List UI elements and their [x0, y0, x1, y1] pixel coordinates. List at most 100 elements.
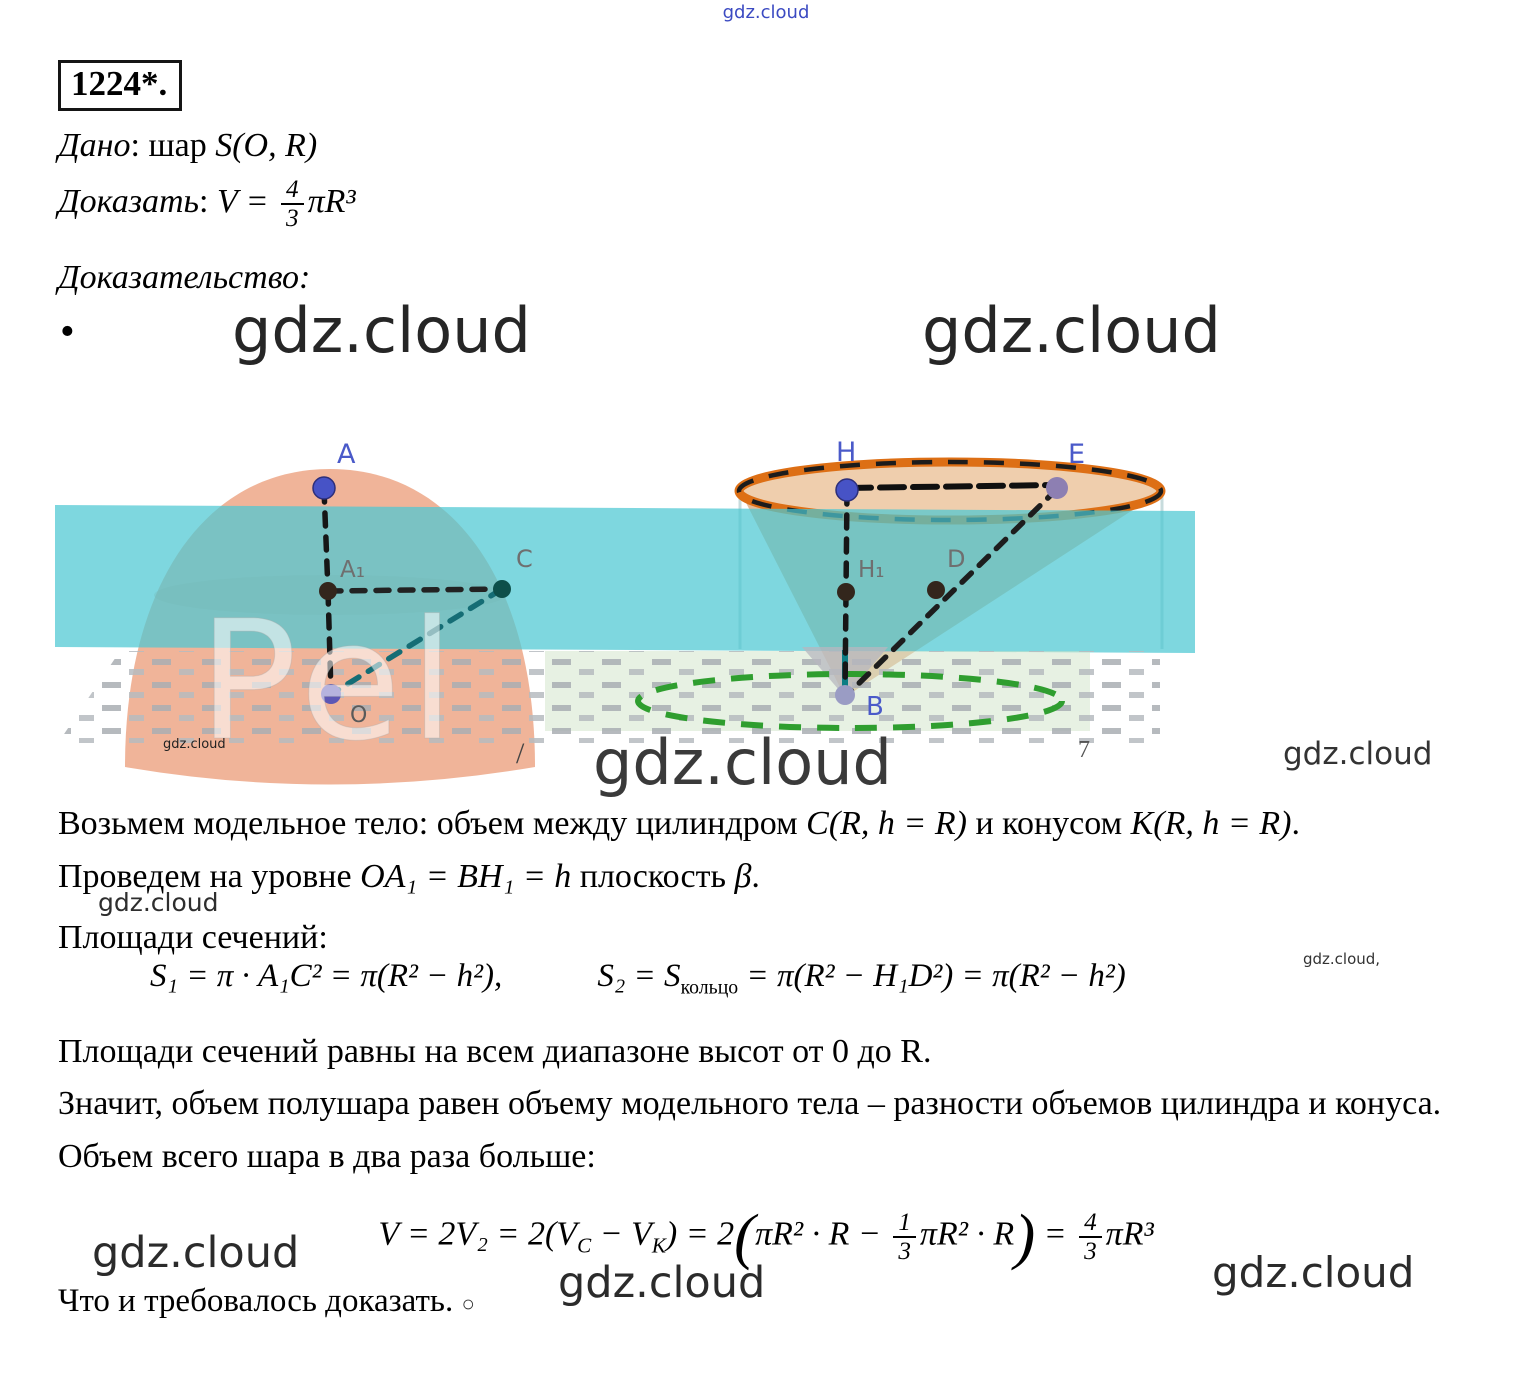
problem-number: 1224*. — [71, 64, 168, 103]
final-p7: πR³ — [1105, 1215, 1154, 1253]
section-area-formulas: S₁ = π · A₁C² = π(R² − h²), S₂ = Sкольцо… — [150, 958, 1126, 1000]
prove-lhs: V = — [216, 183, 278, 220]
label-O: O — [350, 703, 367, 728]
watermark-bottom-right: gdz.cloud — [1212, 1248, 1415, 1297]
point-A — [312, 476, 336, 500]
final-frac43-den: 3 — [1084, 1237, 1097, 1265]
prove-rhs: πR³ — [307, 183, 356, 220]
para1-text-1: Возьмем модельное тело: объем между цили… — [58, 805, 807, 842]
watermark-figure-center: gdz.cloud — [593, 726, 892, 799]
label-H: H — [836, 437, 856, 468]
given-sep: : шар — [130, 127, 216, 164]
final-sub-k: K — [651, 1233, 666, 1258]
label-A: A — [337, 439, 356, 470]
final-sub-c: C — [577, 1233, 592, 1258]
given-label: Дано — [58, 127, 131, 164]
final-frac13-num: 1 — [893, 1209, 916, 1238]
watermark-bottom-center: gdz.cloud — [558, 1258, 766, 1308]
paragraph-conclusion: Значит, объем полушара равен объему моде… — [58, 1085, 1442, 1175]
formula-s2-subscript: кольцо — [680, 976, 739, 999]
segment-C-O — [330, 586, 505, 696]
watermark-figure-small: gdz.cloud — [163, 737, 226, 752]
formula-s2: S₂ = Sкольцо = π(R² − H₁D²) = π(R² − h²) — [597, 958, 1125, 1000]
geometry-figure: A A₁ C O H E H₁ D B / 7 — [0, 425, 1532, 815]
bullet-marker: • — [60, 309, 75, 355]
point-A1 — [319, 582, 337, 600]
formula-s2-post: = π(R² − H₁D²) = π(R² − h²) — [738, 958, 1126, 994]
final-p5: πR² · R — [919, 1215, 1015, 1253]
given-line: Дано: шар S(O, R) — [58, 120, 317, 173]
para1-math-levels: OA₁ = BH₁ = h — [360, 857, 572, 895]
point-O — [321, 684, 341, 704]
watermark-figure-right: gdz.cloud — [1283, 736, 1433, 772]
para1-text-2: и конусом — [966, 805, 1131, 842]
formula-s1: S₁ = π · A₁C² = π(R² − h²), — [150, 958, 503, 994]
segment-A1-O — [325, 588, 334, 696]
figure-svg: A A₁ C O H E H₁ D B / 7 — [55, 437, 1195, 785]
label-A1: A₁ — [340, 557, 365, 583]
final-p1: V = 2V₂ = 2(V — [378, 1215, 578, 1253]
segment-H-E — [844, 482, 1060, 491]
para1-math-cylinder: C(R, h = R) — [806, 805, 967, 842]
final-left-paren: ( — [734, 1201, 756, 1271]
final-frac43-num: 4 — [1079, 1209, 1102, 1238]
point-B — [835, 685, 855, 705]
segment-A-A1 — [321, 486, 331, 594]
watermark-mid-left: gdz.cloud — [98, 888, 219, 917]
sections-heading: Площади сечений: — [58, 919, 328, 956]
range-statement: Площади сечений равны на всем диапазоне … — [58, 1033, 932, 1070]
segment-A1-C — [325, 586, 505, 594]
para1-math-cone: K(R, h = R) — [1130, 805, 1292, 842]
label-E: E — [1068, 439, 1085, 470]
para1-text-3: . Проведем на уровне — [58, 805, 1300, 895]
prove-sep: : — [198, 183, 217, 220]
mark-slash: / — [516, 737, 525, 770]
final-right-paren: ) — [1014, 1201, 1036, 1271]
label-C: C — [516, 545, 533, 573]
final-frac13-den: 3 — [898, 1237, 911, 1265]
watermark-row-left: gdz.cloud — [232, 294, 531, 367]
para1-text-4: плоскость — [571, 857, 735, 895]
mark-seven: 7 — [1078, 737, 1090, 763]
prove-frac-den: 3 — [286, 205, 299, 233]
base-circle-green-dashed — [635, 671, 1065, 731]
label-B: B — [866, 692, 884, 722]
point-D — [927, 581, 945, 599]
prove-frac-num: 4 — [281, 176, 304, 206]
proof-heading: Доказательство: — [58, 259, 311, 296]
segment-E-B — [843, 486, 1060, 699]
final-p6: = — [1035, 1215, 1076, 1253]
watermark-bottom-left: gdz.cloud — [92, 1228, 300, 1278]
segment-H1-B — [842, 589, 849, 699]
para1-math-beta: β — [734, 857, 752, 895]
watermark-row-right: gdz.cloud — [922, 294, 1221, 367]
point-E — [1046, 477, 1068, 499]
label-H1: H₁ — [858, 557, 885, 583]
qed-text: Что и требовалось доказать. — [58, 1283, 454, 1319]
watermark-formula-small: gdz.cloud, — [1303, 950, 1381, 968]
final-p4: πR² · R − — [755, 1215, 890, 1253]
qed-circle-mark: ○ — [461, 1291, 475, 1316]
given-math: S(O, R) — [215, 127, 318, 164]
plane-beta — [55, 505, 1195, 653]
final-p3: ) = 2 — [665, 1215, 735, 1253]
problem-number-box: 1224*. — [58, 60, 183, 111]
final-p2: − V — [591, 1215, 652, 1253]
point-C — [493, 580, 511, 598]
para1-text-5: . — [751, 857, 760, 895]
point-H — [835, 478, 859, 502]
segment-H-H1 — [843, 488, 850, 595]
point-H1 — [837, 583, 855, 601]
cone-top-disc — [739, 462, 1161, 520]
prove-label: Доказать — [58, 183, 199, 220]
label-D: D — [947, 545, 965, 573]
formula-s2-pre: S₂ = S — [597, 958, 681, 994]
qed-line: Что и требовалось доказать. ○ — [58, 1276, 475, 1327]
watermark-top: gdz.cloud — [722, 2, 810, 23]
